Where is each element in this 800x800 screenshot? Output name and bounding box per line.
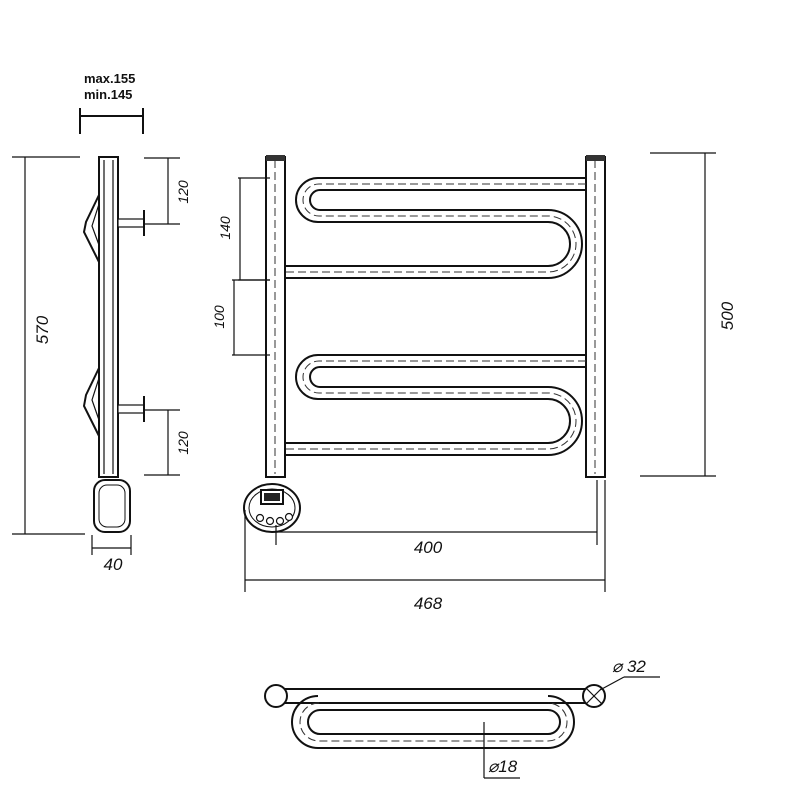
front-offset-top-label: 140 [217,216,233,240]
front-center-width-label: 400 [414,538,443,557]
front-total-width-label: 468 [414,594,443,613]
side-width-label: 40 [104,555,123,574]
depth-min-label: min.145 [84,87,132,102]
front-gap-label: 100 [211,305,227,329]
side-view: max.155 min.145 570 120 120 [12,71,191,574]
heater-button [284,512,294,522]
front-height-label: 500 [718,301,737,330]
heater-button [255,513,265,523]
upper-s-tube [285,177,586,279]
pipe-diameter-label: ⌀ 32 [612,657,646,676]
top-view: ⌀ 32 ⌀18 [264,657,660,779]
side-heater-head [93,479,131,533]
heater-button [275,516,285,526]
tube-diameter-label: ⌀18 [488,757,518,776]
front-view: 140 100 500 400 468 [211,152,737,613]
heater-button [265,516,275,526]
side-bracket-top-label: 120 [175,180,191,204]
depth-max-label: max.155 [84,71,135,86]
left-pipe-section [264,684,288,708]
side-height-label: 570 [33,315,52,344]
side-pipe [98,156,119,478]
front-heater-unit [243,483,301,533]
lower-s-tube [285,354,586,456]
side-bracket-bottom-label: 120 [175,431,191,455]
